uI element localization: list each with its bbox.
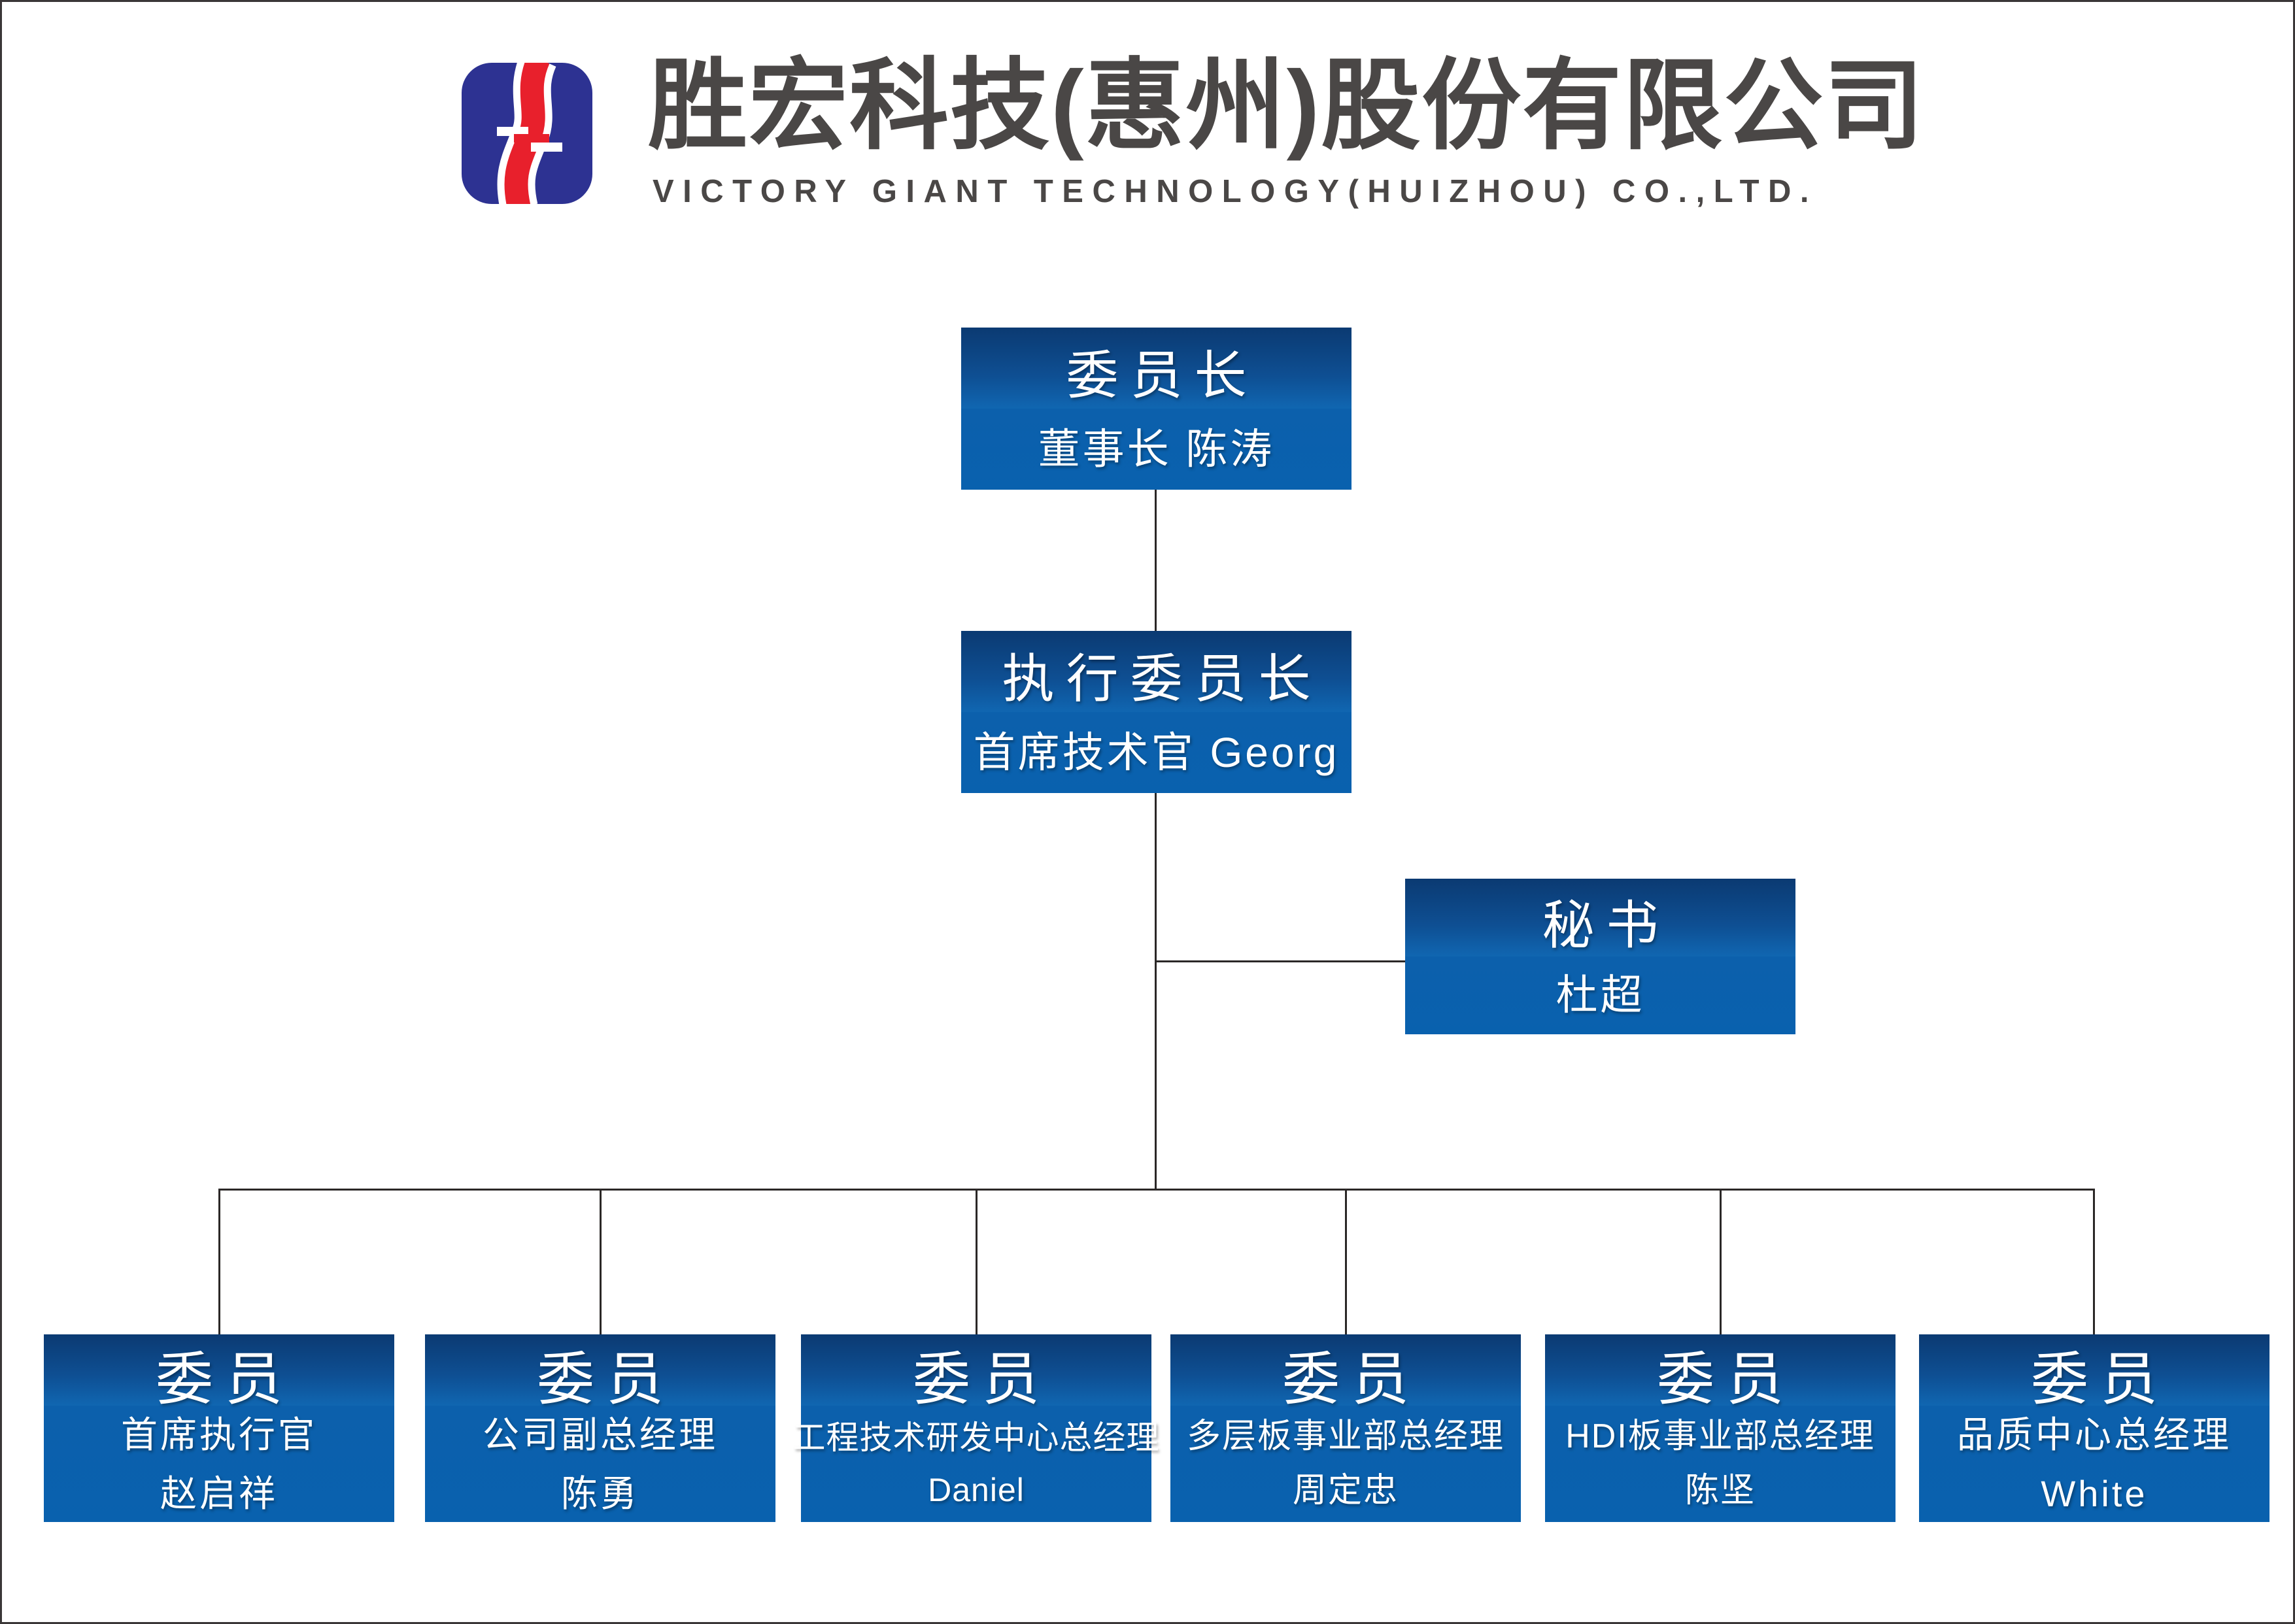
connector-to-secretary [1155,960,1405,962]
connector-chairman-to-executive [1155,490,1157,631]
node-executive-chairman-title: 执行委员长 [1002,650,1323,708]
node-member-6-title: 委员 [2030,1347,2169,1412]
connector-stub-member-5 [1720,1189,1722,1334]
member-name: 陈勇 [561,1472,639,1514]
member-role: HDI板事业部总经理 [1565,1417,1875,1455]
member-name: 周定忠 [1292,1472,1399,1510]
node-secretary: 秘书 杜超 [1405,879,1795,1034]
node-chairman-person: 董事长 陈涛 [1038,425,1275,473]
member-name: 赵启祥 [160,1472,278,1514]
node-executive-chairman: 执行委员长 首席技术官 Georg [961,631,1352,793]
connector-members-rail [218,1189,2095,1191]
node-member-3-title: 委员 [912,1347,1051,1412]
node-member-2-person: 公司副总经理 陈勇 [425,1406,775,1523]
member-name: White [2041,1472,2148,1514]
connector-stub-member-4 [1345,1189,1347,1334]
company-name-en: VICTORY GIANT TECHNOLOGY(HUIZHOU) CO.,LT… [653,174,1818,209]
node-member-3-person: 工程技术研发中心总经理 Daniel [793,1406,1159,1522]
member-name: Daniel [928,1472,1025,1509]
member-role: 品质中心总经理 [1957,1414,2232,1456]
node-member-4: 委员 多层板事业部总经理 周定忠 [1170,1334,1521,1522]
node-member-4-title: 委员 [1282,1347,1421,1412]
node-member-3: 委员 工程技术研发中心总经理 Daniel [793,1334,1159,1522]
node-member-1-person: 首席执行官 赵启祥 [44,1406,394,1523]
member-role: 首席执行官 [121,1414,317,1456]
node-member-1-title: 委员 [155,1347,294,1412]
node-member-5: 委员 HDI板事业部总经理 陈坚 [1545,1334,1896,1522]
company-name-zh: 胜宏科技(惠州)股份有限公司 [648,50,1926,161]
connector-executive-to-branch [1155,793,1157,1191]
member-role: 多层板事业部总经理 [1186,1417,1504,1455]
node-member-4-person: 多层板事业部总经理 周定忠 [1170,1406,1521,1522]
node-member-6: 委员 品质中心总经理 White [1919,1334,2270,1522]
node-member-6-person: 品质中心总经理 White [1919,1406,2270,1523]
member-role: 工程技术研发中心总经理 [792,1419,1160,1457]
node-member-1: 委员 首席执行官 赵启祥 [44,1334,394,1522]
connector-stub-member-1 [218,1189,220,1334]
member-name: 陈坚 [1684,1472,1756,1510]
node-chairman-title: 委员长 [1066,347,1259,405]
connector-stub-member-2 [600,1189,602,1334]
node-member-5-person: HDI板事业部总经理 陈坚 [1545,1406,1896,1522]
node-member-2: 委员 公司副总经理 陈勇 [425,1334,775,1522]
company-logo-icon [462,63,592,204]
node-secretary-title: 秘书 [1542,896,1671,955]
connector-stub-member-6 [2093,1189,2095,1334]
node-executive-chairman-person: 首席技术官 Georg [973,728,1340,776]
member-role: 公司副总经理 [483,1414,718,1456]
node-chairman: 委员长 董事长 陈涛 [961,328,1352,490]
node-member-2-title: 委员 [536,1347,675,1412]
node-secretary-person: 杜超 [1556,972,1645,1019]
node-member-5-title: 委员 [1656,1347,1795,1412]
connector-stub-member-3 [976,1189,978,1334]
